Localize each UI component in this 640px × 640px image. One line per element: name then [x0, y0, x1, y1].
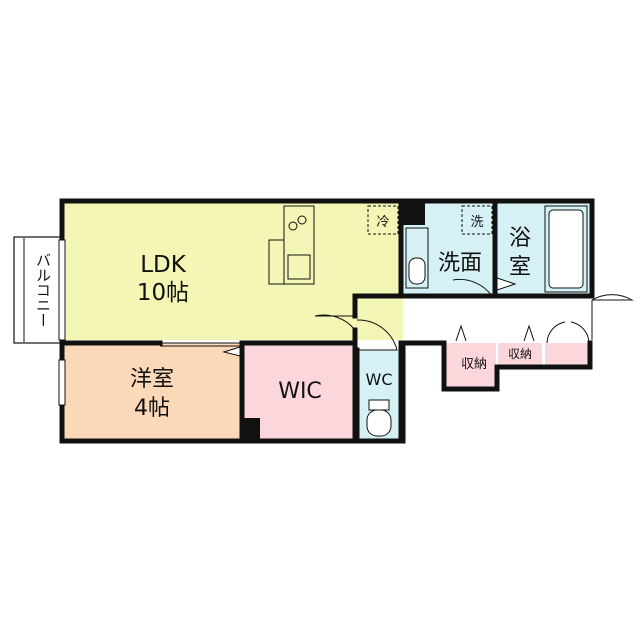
window-western	[58, 359, 66, 406]
fridge-space	[367, 205, 399, 235]
wash-basin	[405, 227, 429, 289]
wic-room	[244, 343, 355, 439]
fridge-label: 冷	[376, 215, 389, 230]
storage-1-name: 収納	[461, 357, 487, 372]
western-room	[64, 343, 242, 439]
bathroom-name-2: 室	[509, 255, 531, 280]
balcony-name: バルコニー	[34, 253, 52, 328]
storage-1-area	[446, 343, 496, 387]
ldk-size: 10帖	[137, 280, 189, 306]
wc-name: WC	[366, 370, 393, 389]
column-1	[403, 203, 425, 225]
toilet	[366, 399, 392, 437]
western-size: 4帖	[134, 396, 170, 421]
storage-2-name: 収納	[508, 347, 532, 361]
window-ldk	[58, 239, 66, 341]
storage-2-area	[498, 343, 542, 365]
doors	[160, 277, 634, 357]
washer-label: 洗	[470, 215, 483, 230]
wic-name: WIC	[278, 379, 322, 404]
ldk-room	[64, 203, 403, 340]
bathroom-name-1: 浴	[509, 226, 531, 251]
ldk-name: LDK	[140, 252, 187, 278]
bathtub	[544, 205, 588, 293]
kitchen-counter	[268, 205, 315, 285]
washroom-name: 洗面	[438, 251, 482, 276]
storage-3-area	[545, 343, 589, 365]
western-name: 洋室	[130, 367, 174, 392]
column-2	[242, 418, 260, 440]
washer-space	[461, 205, 493, 235]
